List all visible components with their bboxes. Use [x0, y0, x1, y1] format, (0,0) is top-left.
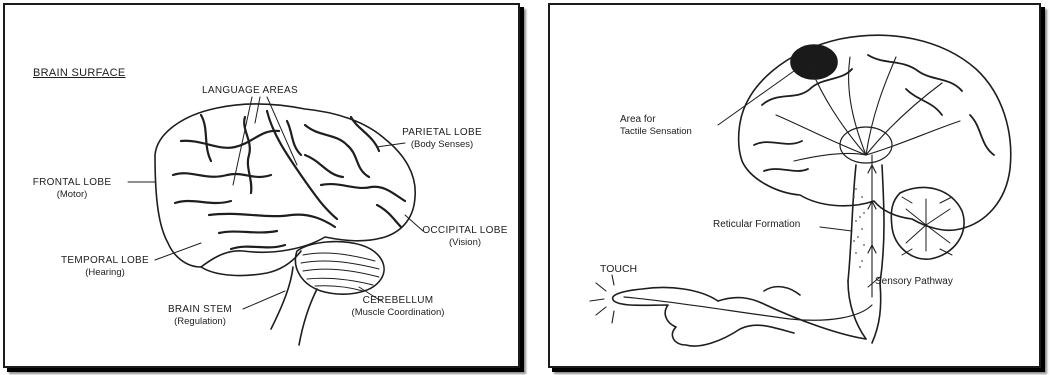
- brain-stem-function: (Regulation): [155, 316, 245, 328]
- parietal-lobe-label: PARIETAL LOBE (Body Senses): [377, 127, 507, 151]
- cerebellum-arbor: [902, 197, 952, 255]
- frontal-lobe-label: FRONTAL LOBE (Motor): [17, 177, 127, 201]
- brain-stem-label: BRAIN STEM (Regulation): [155, 304, 245, 328]
- touch-label: TOUCH: [600, 263, 637, 275]
- brain-surface-panel: BRAIN SURFACE LANGUAGE AREAS PARIETAL LO…: [3, 3, 520, 368]
- language-areas-label: LANGUAGE AREAS: [185, 85, 315, 97]
- medial-gyri: [754, 55, 994, 171]
- tactile-area-blob: [791, 45, 837, 79]
- occipital-lobe-label: OCCIPITAL LOBE (Vision): [410, 225, 520, 249]
- wrist-cuff: [764, 287, 800, 295]
- language-areas-text: LANGUAGE AREAS: [202, 85, 298, 96]
- sensory-pathway-panel: Area for Tactile Sensation Reticular For…: [548, 3, 1041, 368]
- sensory-pathway-illustration: [550, 5, 1039, 366]
- cerebellum-function: (Muscle Coordination): [323, 307, 473, 319]
- sensory-nerve: [624, 297, 872, 320]
- hand-outline: [613, 288, 794, 347]
- cerebellum-folia: [301, 253, 379, 291]
- brain-medial-outline: [739, 35, 1011, 230]
- parietal-lobe-function: (Body Senses): [377, 139, 507, 151]
- tactile-label-line2: Tactile Sensation: [620, 126, 692, 138]
- temporal-lobe-function: (Hearing): [45, 267, 165, 279]
- cerebellum-text: CEREBELLUM: [363, 295, 434, 306]
- touch-rays: [590, 275, 614, 323]
- brain-stem-text: BRAIN STEM: [168, 304, 232, 315]
- reticular-stipple: [853, 188, 865, 268]
- tactile-sensation-label: Area for Tactile Sensation: [620, 114, 692, 138]
- sensory-pathway-label: Sensory Pathway: [875, 276, 953, 288]
- occipital-lobe-text: OCCIPITAL LOBE: [422, 225, 507, 236]
- brain-stem-medial: [848, 165, 884, 283]
- right-leader-lines: [718, 71, 880, 287]
- temporal-lobe-text: TEMPORAL LOBE: [61, 255, 149, 266]
- spinal-cord: [848, 281, 881, 343]
- temporal-lobe-label: TEMPORAL LOBE (Hearing): [45, 255, 165, 279]
- cerebellum-label: CEREBELLUM (Muscle Coordination): [323, 295, 473, 319]
- temporal-outline: [201, 251, 301, 275]
- frontal-lobe-text: FRONTAL LOBE: [33, 177, 112, 188]
- sulci: [173, 111, 405, 249]
- brain-surface-title: BRAIN SURFACE: [33, 67, 126, 79]
- occipital-lobe-function: (Vision): [410, 237, 520, 249]
- reticular-formation-label: Reticular Formation: [713, 219, 800, 231]
- frontal-lobe-function: (Motor): [17, 189, 127, 201]
- tactile-label-line1: Area for: [620, 114, 656, 125]
- parietal-lobe-text: PARIETAL LOBE: [402, 127, 482, 138]
